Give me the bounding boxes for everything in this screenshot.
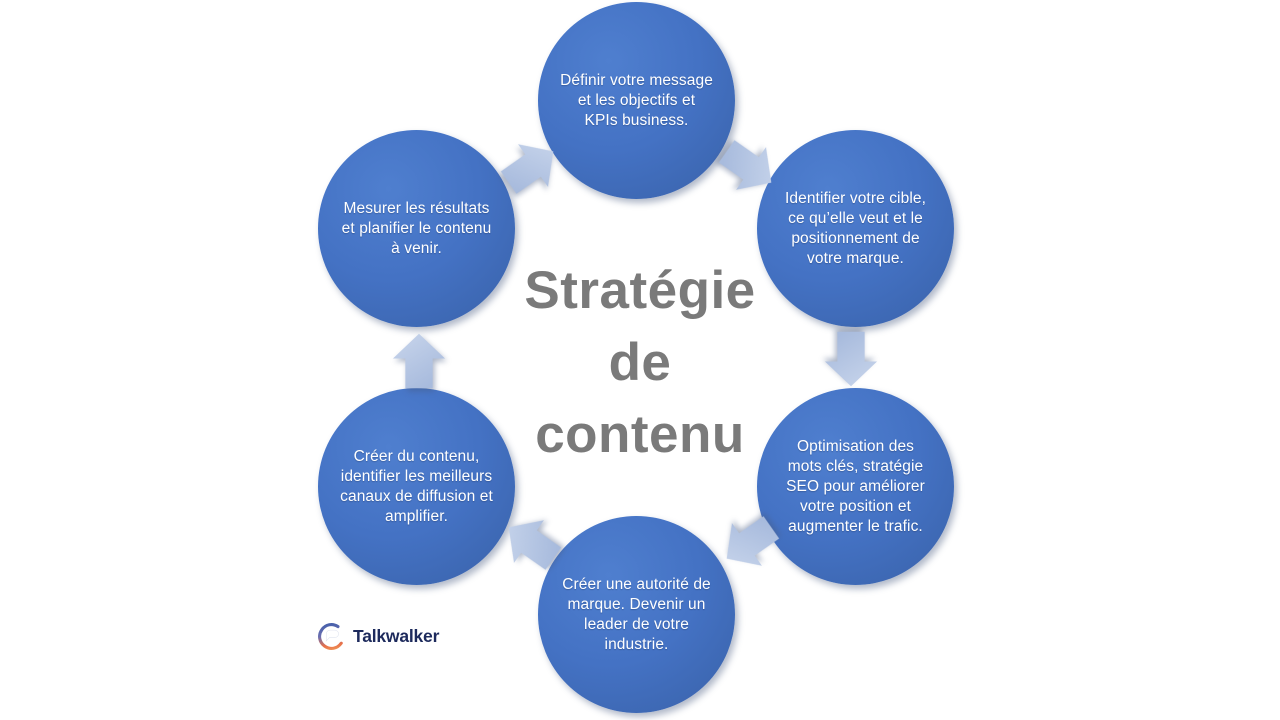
arrow-down-right-icon <box>706 124 792 210</box>
center-title-line-1: Stratégie <box>524 261 756 320</box>
arrow-up-right-icon <box>488 124 574 210</box>
cycle-node-bottom: Créer une autorité de marque. Devenir un… <box>538 516 735 713</box>
cycle-node-top-left: Mesurer les résultats et planifier le co… <box>318 130 515 327</box>
arrow-up-icon <box>388 330 450 392</box>
cycle-node-label: Optimisation des mots clés, stratégie SE… <box>786 437 925 535</box>
cycle-node-label: Mesurer les résultats et planifier le co… <box>341 199 492 257</box>
arrow-down-icon <box>820 328 882 390</box>
center-title-line-2: de <box>608 333 672 392</box>
cycle-node-bottom-left: Créer du contenu, identifier les meilleu… <box>318 388 515 585</box>
cycle-node-label: Créer une autorité de marque. Devenir un… <box>562 575 711 653</box>
talkwalker-swirl-icon <box>318 623 345 650</box>
talkwalker-logo: Talkwalker <box>318 623 439 650</box>
cycle-node-top-right: Identifier votre cible, ce qu’elle veut … <box>757 130 954 327</box>
cycle-node-label: Identifier votre cible, ce qu’elle veut … <box>784 189 926 267</box>
cycle-node-bottom-right: Optimisation des mots clés, stratégie SE… <box>757 388 954 585</box>
arrow-up-left-icon <box>488 500 574 586</box>
center-title-line-3: contenu <box>535 405 745 464</box>
cycle-node-label: Créer du contenu, identifier les meilleu… <box>340 447 493 525</box>
talkwalker-wordmark: Talkwalker <box>353 626 440 646</box>
diagram-center-title: Stratégie de contenu <box>470 255 810 471</box>
arrow-down-left-icon <box>706 500 792 586</box>
cycle-node-top: Définir votre message et les objectifs e… <box>538 2 735 199</box>
cycle-node-label: Définir votre message et les objectifs e… <box>560 71 713 129</box>
